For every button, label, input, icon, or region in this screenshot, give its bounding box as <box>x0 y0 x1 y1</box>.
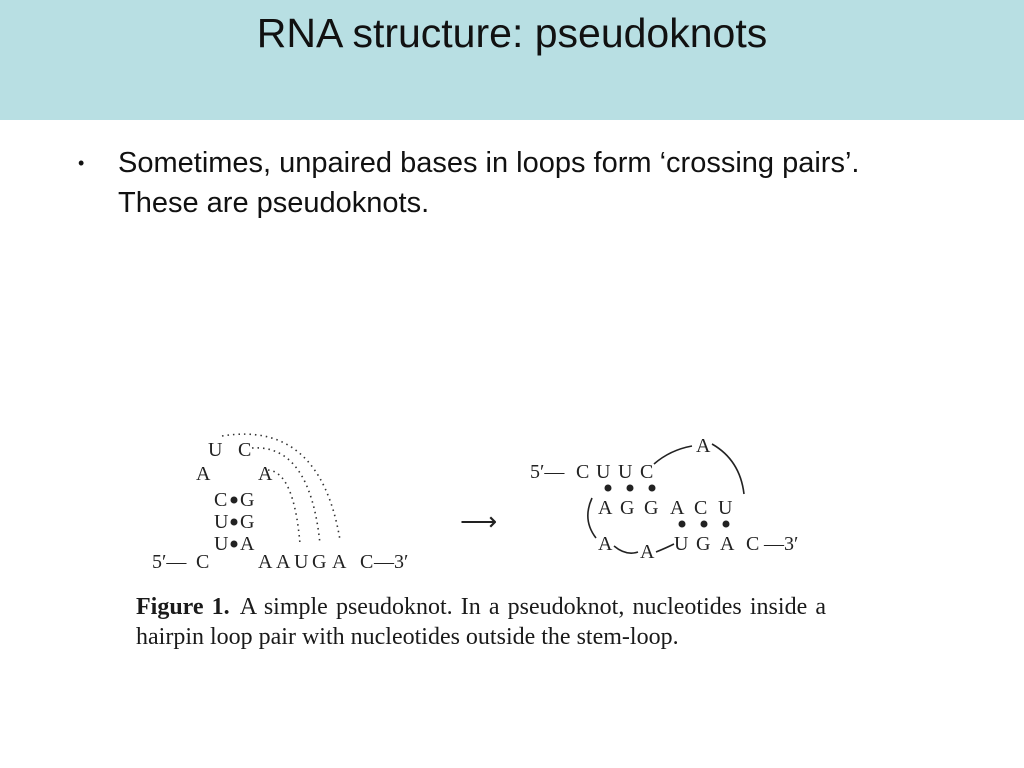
right-top-2: U <box>596 461 611 483</box>
figure-caption-text: A simple pseudoknot. In a pseudoknot, nu… <box>136 594 827 650</box>
right-mid-5: C <box>694 497 707 519</box>
backbone-line <box>655 543 675 553</box>
right-bottom-3: A <box>720 533 735 555</box>
left-stem-3-left: U <box>214 533 229 555</box>
dotted-pair-arc-3 <box>267 469 301 545</box>
right-bottom-left-1: A <box>598 533 613 555</box>
right-mid-4: A <box>670 497 685 519</box>
backbone-line <box>587 497 597 539</box>
right-mid-3: G <box>644 497 658 519</box>
left-tail-1: A <box>258 551 273 573</box>
base-pair-dot <box>722 520 730 528</box>
base-pair-dot <box>230 496 238 504</box>
right-bottom-2: G <box>696 533 710 555</box>
left-stem-2-right: G <box>240 511 254 533</box>
left-stem-1-left: C <box>214 489 227 511</box>
base-pair-dot <box>678 520 686 528</box>
slide-title: RNA structure: pseudoknots <box>256 10 768 56</box>
left-stem-3-right: A <box>240 533 255 555</box>
right-top-4: C <box>640 461 653 483</box>
left-five-prime: 5′— <box>152 551 187 573</box>
right-bottom-4: C <box>746 533 759 555</box>
right-three-prime: —3′ <box>763 533 798 555</box>
left-stem-2-left: U <box>214 511 229 533</box>
left-loop-top-2: C <box>238 439 251 461</box>
left-three-prime: —3′ <box>373 551 408 573</box>
left-tail-4: G <box>312 551 326 573</box>
right-top-3: U <box>618 461 633 483</box>
backbone-line <box>711 443 745 495</box>
base-pair-dot <box>700 520 708 528</box>
base-pair-dot <box>230 540 238 548</box>
base-pair-dot <box>626 484 634 492</box>
right-five-prime: 5′— <box>530 461 565 483</box>
right-bottom-left-2: A <box>640 541 655 563</box>
figure-label: Figure 1. <box>136 594 230 620</box>
left-tail-6: C <box>360 551 373 573</box>
bullet-marker: • <box>78 153 85 173</box>
dotted-pair-arc-1 <box>221 433 341 541</box>
right-mid-2: G <box>620 497 634 519</box>
pseudoknot-figure: U C A A C G U G U A 5′— C A A U G A C —3… <box>130 420 830 700</box>
right-top-1: C <box>576 461 589 483</box>
left-tail-5: A <box>332 551 347 573</box>
base-pair-dot <box>230 518 238 526</box>
transform-arrow: ⟶ <box>460 507 497 536</box>
title-bar: RNA structure: pseudoknots <box>0 0 1024 120</box>
left-tail-2: A <box>276 551 291 573</box>
right-mid-1: A <box>598 497 613 519</box>
left-tail-3: U <box>294 551 309 573</box>
base-pair-dot <box>648 484 656 492</box>
backbone-line <box>613 545 639 554</box>
base-pair-dot <box>604 484 612 492</box>
pseudoknot-diagram: U C A A C G U G U A 5′— C A A U G A C —3… <box>152 433 798 573</box>
backbone-line <box>653 445 693 465</box>
right-mid-6: U <box>718 497 733 519</box>
left-loop-mid-1: A <box>196 463 211 485</box>
left-five-prime-base: C <box>196 551 209 573</box>
left-stem-1-right: G <box>240 489 254 511</box>
left-loop-top-1: U <box>208 439 223 461</box>
right-bottom-1: U <box>674 533 689 555</box>
right-loop-top-base: A <box>696 435 711 457</box>
left-loop-mid-2: A <box>258 463 273 485</box>
figure-caption: Figure 1.A simple pseudoknot. In a pseud… <box>136 592 826 652</box>
bullet-text: Sometimes, unpaired bases in loops form … <box>118 147 860 219</box>
